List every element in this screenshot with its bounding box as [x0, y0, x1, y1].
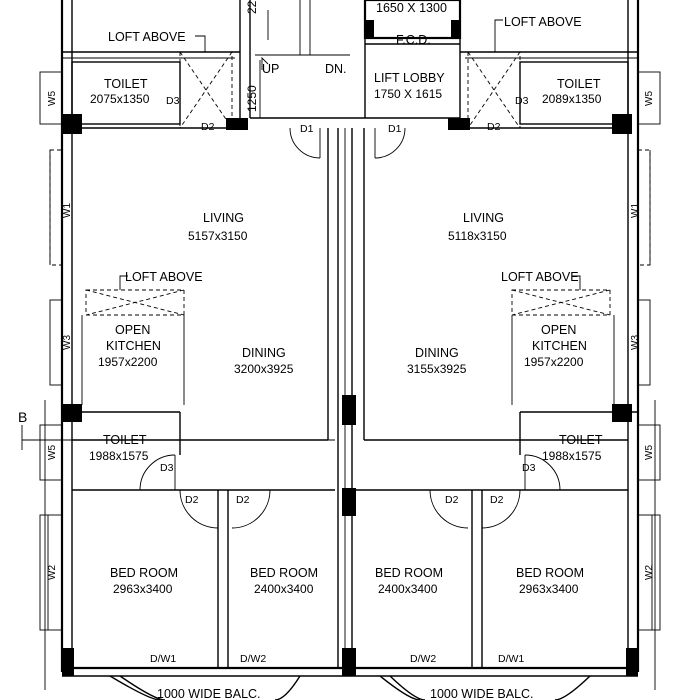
stair-dn-label: DN.	[325, 62, 347, 76]
tag-d2-tl: D2	[201, 121, 215, 133]
loft-above-tl-label: LOFT ABOVE	[108, 30, 186, 44]
living-left-dim: 5157x3150	[188, 229, 248, 243]
bed2-dim: 2400x3400	[254, 582, 314, 596]
tag-d1-r: D1	[388, 123, 402, 135]
kitchen-right-label: KITCHEN	[532, 339, 587, 353]
tag-w5-tl: W5	[47, 91, 58, 106]
fcd-label: F.C.D.	[396, 33, 431, 47]
lift-size-label: 1650 X 1300	[376, 1, 447, 15]
bed2-label: BED ROOM	[250, 566, 318, 580]
dining-right-label: DINING	[415, 346, 459, 360]
lift-lobby-dim: 1750 X 1615	[374, 87, 442, 101]
bed4-dim: 2963x3400	[519, 582, 579, 596]
lift-lobby-label: LIFT LOBBY	[374, 71, 445, 85]
tag-d2-tr: D2	[487, 121, 501, 133]
bedroom-partitions	[217, 490, 483, 668]
right-window-frames	[637, 71, 661, 690]
toilet-br-dim: 1988x1575	[542, 449, 602, 463]
tag-w3-r: W3	[630, 335, 641, 350]
central-walls	[72, 128, 628, 668]
stair-dim: 1250	[245, 85, 259, 112]
toilet-bl-label: TOILET	[103, 433, 147, 447]
kitchen-right-dim: 1957x2200	[524, 355, 584, 369]
columns	[62, 114, 638, 676]
loft-above-kr-label: LOFT ABOVE	[501, 270, 579, 284]
kitchen-left-label: KITCHEN	[106, 339, 161, 353]
living-right-dim: 5118x3150	[448, 229, 507, 243]
section-label: B	[18, 409, 27, 425]
balcony-right-label: 1000 WIDE BALC.	[430, 687, 534, 700]
left-window-frames	[39, 71, 63, 690]
staircase	[239, 0, 460, 128]
kitchen-left-open: OPEN	[115, 323, 150, 337]
dining-left-label: DINING	[242, 346, 286, 360]
lift-and-lobby	[363, 0, 462, 128]
tag-d3-br: D3	[522, 462, 536, 474]
dining-left-dim: 3200x3925	[234, 362, 294, 376]
tag-d2-b1: D2	[185, 494, 199, 506]
toilet-tl-dim: 2075x1350	[90, 92, 150, 106]
kitchen-left-dim: 1957x2200	[98, 355, 158, 369]
loft-above-kl-label: LOFT ABOVE	[125, 270, 203, 284]
bed3-dim: 2400x3400	[378, 582, 438, 596]
stair-dim-top: 22	[245, 0, 259, 14]
section-marker: B	[18, 409, 335, 450]
toilet-tr-label: TOILET	[557, 77, 601, 91]
balcony-left-label: 1000 WIDE BALC.	[157, 687, 261, 700]
tag-w1-l: W1	[62, 203, 73, 218]
tag-dw1-l: D/W1	[150, 653, 176, 665]
loft-above-tr-label: LOFT ABOVE	[504, 15, 582, 29]
dining-right-dim: 3155x3925	[407, 362, 467, 376]
tag-d1-l: D1	[300, 123, 314, 135]
tag-w3-l: W3	[62, 335, 73, 350]
door-swings	[139, 127, 561, 529]
toilet-tl-label: TOILET	[104, 77, 148, 91]
bed4-label: BED ROOM	[516, 566, 584, 580]
living-left-label: LIVING	[203, 211, 244, 225]
tag-w2-l: W2	[47, 565, 58, 580]
tag-dw2-r: D/W2	[410, 653, 436, 665]
tag-w1-r: W1	[630, 203, 641, 218]
upper-lofts	[179, 19, 521, 129]
room-labels: 1650 X 1300 F.C.D. LOFT ABOVE LOFT ABOVE…	[89, 0, 603, 700]
tag-w5-tr: W5	[644, 91, 655, 106]
tag-d3-tr: D3	[515, 95, 529, 107]
stair-up-label: UP	[262, 62, 279, 76]
tag-w2-r: W2	[644, 565, 655, 580]
toilet-bl-dim: 1988x1575	[89, 449, 149, 463]
bed3-label: BED ROOM	[375, 566, 443, 580]
tag-d3-tl: D3	[166, 95, 180, 107]
bed1-dim: 2963x3400	[113, 582, 173, 596]
tag-dw1-r: D/W1	[498, 653, 524, 665]
tag-dw2-l: D/W2	[240, 653, 266, 665]
upper-toilets	[71, 61, 629, 129]
tag-w5-br: W5	[644, 445, 655, 460]
kitchen-right-open: OPEN	[541, 323, 576, 337]
opening-tags: D3 D2 D1 D1 D2 D3 D3 D3 D2 D2 D2 D2 D/W1…	[47, 91, 655, 665]
tag-w5-bl: W5	[47, 445, 58, 460]
tag-d3-bl: D3	[160, 462, 174, 474]
toilet-tr-dim: 2089x1350	[542, 92, 602, 106]
living-right-label: LIVING	[463, 211, 504, 225]
bed1-label: BED ROOM	[110, 566, 178, 580]
tag-d2-b3: D2	[445, 494, 459, 506]
tag-d2-b4: D2	[490, 494, 504, 506]
tag-d2-b2: D2	[236, 494, 250, 506]
kitchen-lofts	[81, 275, 615, 405]
toilet-br-label: TOILET	[559, 433, 603, 447]
